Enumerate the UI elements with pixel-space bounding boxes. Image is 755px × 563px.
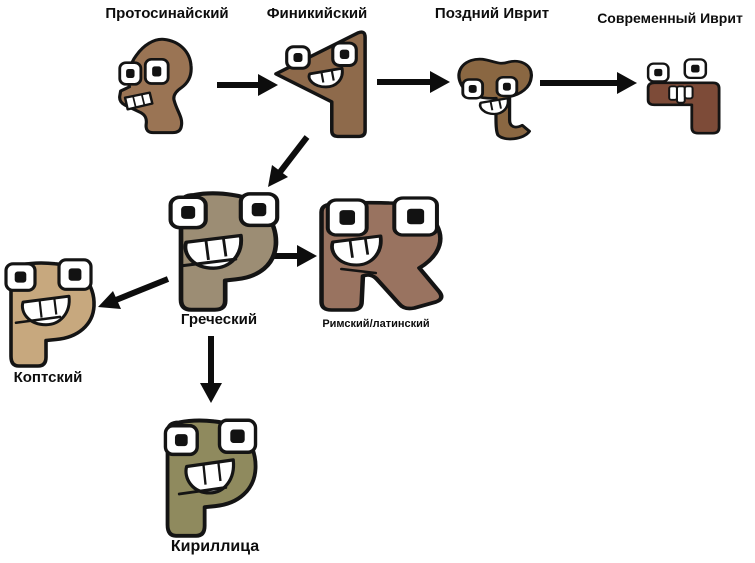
label-modern-hebrew: Современный Иврит xyxy=(597,10,743,26)
arrow-greek-to-coptic xyxy=(98,276,170,309)
tooth-gap xyxy=(38,299,43,318)
right-eye-pupil xyxy=(152,66,162,77)
tooth-gap xyxy=(140,94,146,106)
character-roman-latin xyxy=(314,192,452,312)
left-eye-pupil xyxy=(654,68,663,77)
mouth xyxy=(307,66,344,89)
mouth xyxy=(123,91,154,111)
arrow-phoenician-to-greek xyxy=(268,135,310,187)
tooth-gap xyxy=(132,95,137,108)
tooth-gap xyxy=(221,237,228,257)
tooth-gap xyxy=(53,297,58,315)
arrow-phoenician-to-late-hebrew xyxy=(377,71,450,93)
tooth-gap xyxy=(217,461,222,482)
mouth xyxy=(675,85,686,104)
character-proto-sinaitic xyxy=(118,36,206,136)
letter-body xyxy=(118,37,193,135)
mouth xyxy=(184,458,236,495)
character-greek xyxy=(168,177,298,312)
tooth-gap xyxy=(348,239,354,258)
mouth xyxy=(668,85,678,101)
character-modern-hebrew xyxy=(645,58,723,136)
mouth xyxy=(330,234,383,267)
right-eye-pupil xyxy=(407,208,425,225)
right-eye-pupil xyxy=(251,203,267,217)
smile-crease xyxy=(14,315,62,325)
smile-crease xyxy=(339,267,378,275)
smile-crease xyxy=(179,257,238,268)
tooth-gap xyxy=(489,100,494,111)
character-phoenician xyxy=(272,30,370,142)
arrow-greek-to-roman-latin xyxy=(271,245,317,267)
right-eye-pupil xyxy=(230,429,245,443)
label-proto-sinaitic: Протосинайский xyxy=(105,5,229,22)
character-cyrillic xyxy=(158,406,264,538)
arrow-proto-sinaitic-to-phoenician xyxy=(217,74,278,96)
left-eye-pupil xyxy=(181,206,196,219)
left-eye-pupil xyxy=(174,434,188,447)
tooth-gap xyxy=(330,69,335,81)
mouth xyxy=(683,85,694,100)
tooth-gap xyxy=(320,71,325,83)
label-coptic: Коптский xyxy=(13,369,83,386)
label-roman-latin: Римский/латинский xyxy=(322,318,430,330)
mouth xyxy=(478,97,510,116)
tooth-gap xyxy=(363,237,370,255)
letter-body xyxy=(646,81,721,135)
right-eye-pupil xyxy=(502,82,511,91)
arrow-late-hebrew-to-modern-hebrew xyxy=(540,72,637,94)
right-eye-pupil xyxy=(339,49,350,59)
character-late-hebrew xyxy=(452,54,542,144)
label-phoenician: Финикийский xyxy=(266,5,368,22)
right-eye-pupil xyxy=(691,64,700,73)
left-eye-pupil xyxy=(468,84,477,93)
tooth-gap xyxy=(498,99,502,109)
left-eye-pupil xyxy=(14,271,27,283)
tooth-gap xyxy=(204,239,210,261)
left-eye-pupil xyxy=(339,210,356,225)
tooth-gap xyxy=(202,463,207,485)
arrow-greek-to-cyrillic xyxy=(200,336,222,403)
right-eye-pupil xyxy=(68,268,82,281)
character-coptic xyxy=(2,250,102,368)
left-eye-pupil xyxy=(126,68,135,79)
label-greek: Греческий xyxy=(180,311,258,328)
label-late-hebrew: Поздний Иврит xyxy=(434,5,550,22)
smile-crease xyxy=(177,485,228,496)
label-cyrillic: Кириллица xyxy=(170,538,260,555)
left-eye-pupil xyxy=(293,53,303,63)
